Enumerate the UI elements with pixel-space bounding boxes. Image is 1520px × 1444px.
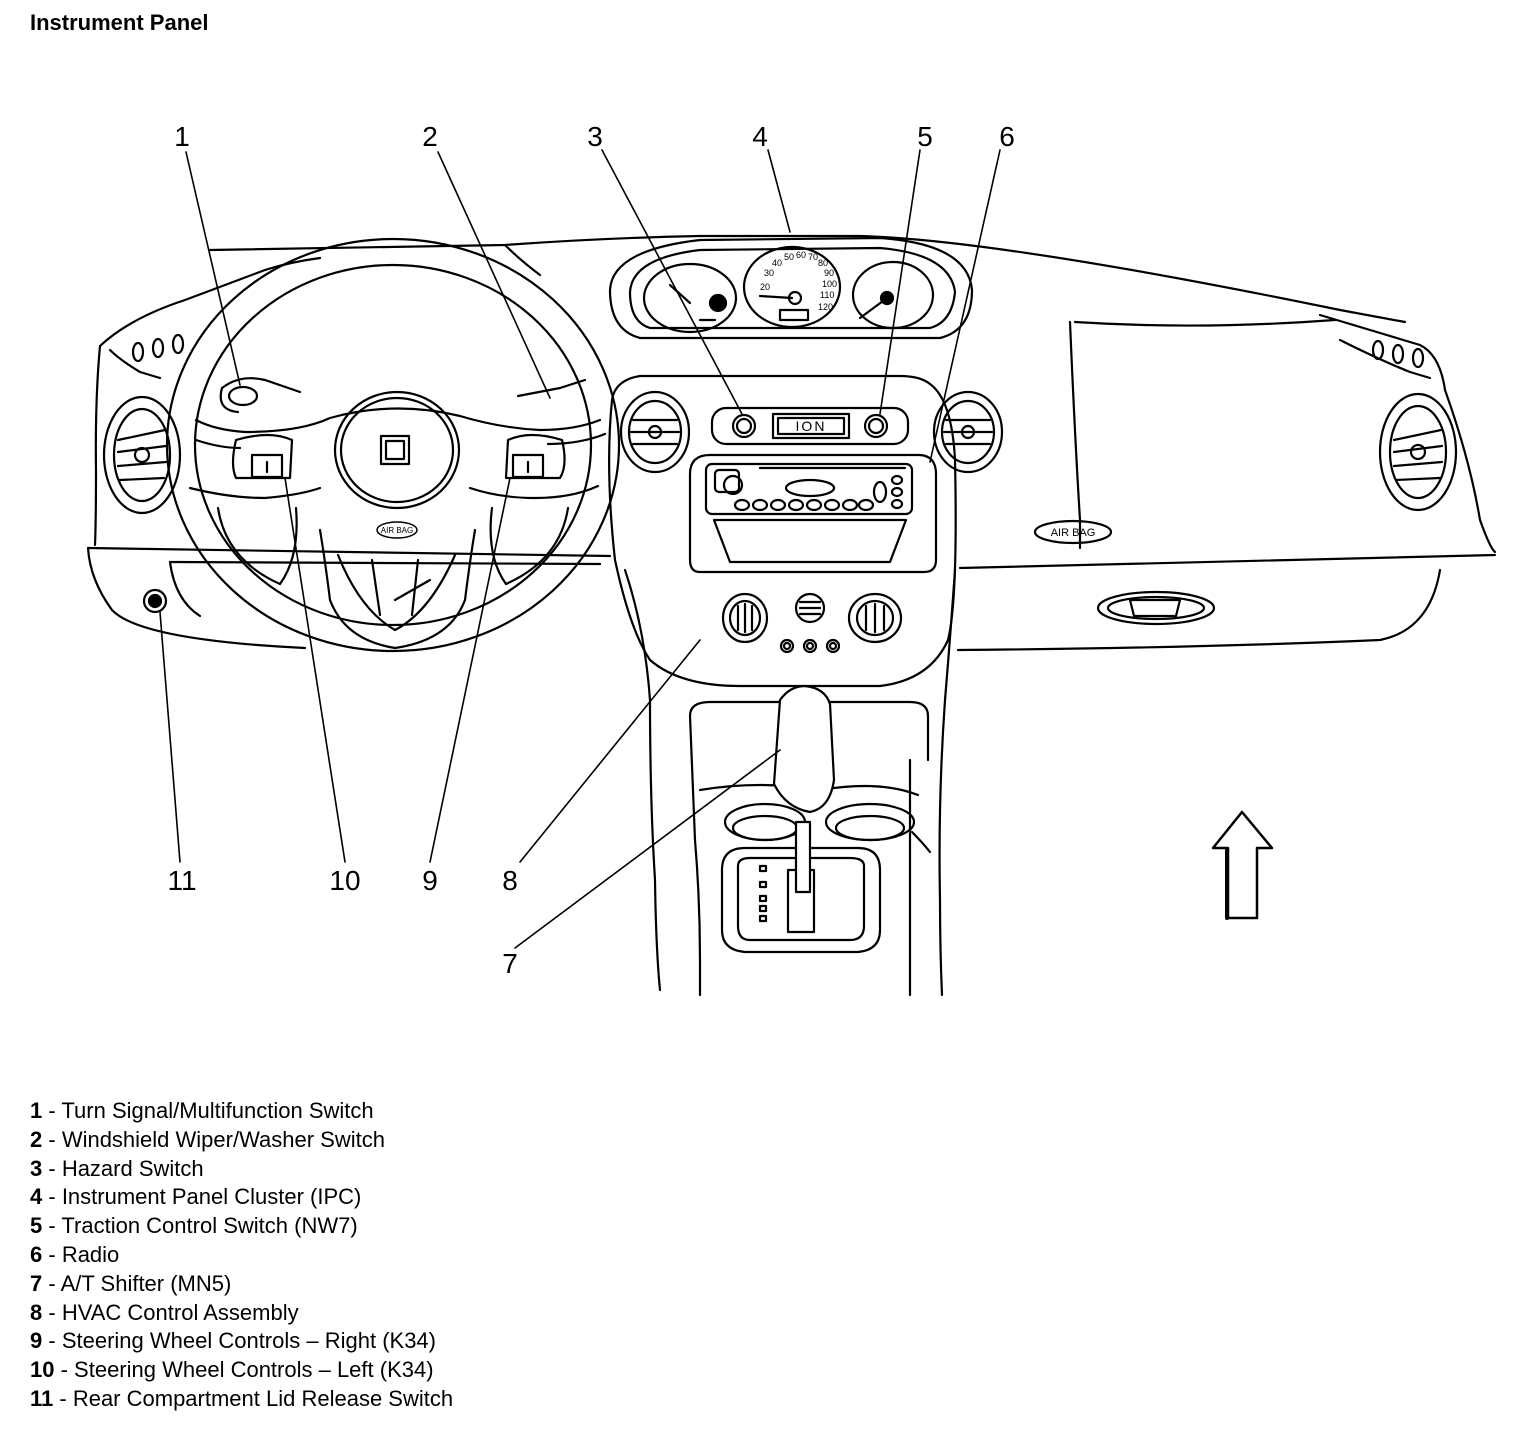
- rear-compartment-switch: [142, 588, 168, 614]
- legend-item: 5 - Traction Control Switch (NW7): [30, 1212, 453, 1241]
- legend-number: 6: [30, 1241, 43, 1267]
- legend-number: 7: [30, 1270, 43, 1296]
- legend-separator: -: [42, 1328, 62, 1354]
- legend-number: 8: [30, 1299, 43, 1325]
- legend-separator: -: [42, 1299, 62, 1325]
- legend-text: Windshield Wiper/Washer Switch: [61, 1126, 385, 1152]
- legend-number: 10: [30, 1357, 55, 1383]
- legend-item: 2 - Windshield Wiper/Washer Switch: [30, 1126, 453, 1155]
- dashboard-outline: [86, 234, 1497, 652]
- legend-number: 5: [30, 1213, 43, 1239]
- airbag-text-dash: AIR BAG: [1051, 527, 1096, 539]
- legend-text: Turn Signal/Multifunction Switch: [61, 1098, 374, 1123]
- legend-separator: -: [53, 1385, 73, 1411]
- left-side-vents: [131, 333, 185, 363]
- callout-3: 3: [587, 121, 603, 152]
- callout-5: 5: [917, 121, 933, 152]
- instrument-panel-diagram: 20 30 40 50 60 70 80 90 100 110 120: [86, 121, 1497, 997]
- speedo-120: 120: [818, 302, 833, 312]
- callout-7: 7: [502, 948, 518, 979]
- legend-item: 6 - Radio: [30, 1241, 453, 1270]
- legend-text: Radio: [61, 1241, 120, 1267]
- right-air-vent: [1378, 392, 1458, 512]
- legend-separator: -: [42, 1098, 62, 1123]
- legend-separator: -: [42, 1155, 62, 1181]
- legend-number: 9: [30, 1328, 43, 1354]
- callout-1: 1: [174, 121, 190, 152]
- page-title: Instrument Panel: [30, 10, 209, 35]
- callout-2: 2: [422, 121, 438, 152]
- speedo-50: 50: [784, 252, 794, 262]
- legend-item: 3 - Hazard Switch: [30, 1155, 453, 1184]
- steering-controls-left: [231, 433, 294, 480]
- speedo-60: 60: [796, 250, 806, 260]
- legend-separator: -: [42, 1184, 62, 1210]
- speedo-100: 100: [822, 279, 837, 289]
- legend-text: Rear Compartment Lid Release Switch: [72, 1385, 454, 1411]
- speedo-30: 30: [764, 268, 774, 278]
- ion-badge: ION: [796, 418, 827, 434]
- legend-number: 4: [30, 1184, 43, 1210]
- speedo-70: 70: [808, 252, 818, 262]
- speedo-90: 90: [824, 268, 834, 278]
- center-stack: [608, 374, 957, 688]
- left-air-vent: [102, 395, 182, 515]
- callout-11: 11: [167, 865, 196, 896]
- center-vent-right: [932, 390, 1004, 474]
- airbag-text-wheel: AIR BAG: [381, 526, 413, 535]
- legend-text: Hazard Switch: [61, 1155, 204, 1181]
- legend-item: 8 - HVAC Control Assembly: [30, 1299, 453, 1328]
- speedo-80: 80: [818, 258, 828, 268]
- glove-box-handle: [1096, 590, 1216, 626]
- steering-wheel: [165, 237, 621, 653]
- legend-text: Traction Control Switch (NW7): [61, 1213, 358, 1239]
- legend-number: 1: [30, 1098, 43, 1123]
- speedo-110: 110: [820, 290, 834, 300]
- legend-item: 11 - Rear Compartment Lid Release Switch: [30, 1385, 453, 1414]
- steering-controls-right: [504, 433, 566, 480]
- callout-10: 10: [329, 865, 360, 896]
- callout-8: 8: [502, 865, 518, 896]
- forward-arrow-icon: [1211, 810, 1274, 920]
- legend-item: 10 - Steering Wheel Controls – Left (K34…: [30, 1356, 453, 1385]
- legend-text: A/T Shifter (MN5): [60, 1270, 232, 1296]
- legend-text: HVAC Control Assembly: [61, 1299, 299, 1325]
- airbag-label-wheel: AIR BAG: [376, 521, 418, 539]
- callout-9: 9: [422, 865, 438, 896]
- legend-text: Steering Wheel Controls – Left (K34): [74, 1357, 434, 1383]
- legend-item: 9 - Steering Wheel Controls – Right (K34…: [30, 1327, 453, 1356]
- legend-text: Instrument Panel Cluster (IPC): [61, 1184, 362, 1210]
- instrument-cluster: [608, 236, 974, 340]
- legend-separator: -: [42, 1270, 61, 1296]
- callout-6: 6: [999, 121, 1015, 152]
- legend-item: 4 - Instrument Panel Cluster (IPC): [30, 1183, 453, 1212]
- legend-separator: -: [42, 1213, 62, 1239]
- legend-text: Steering Wheel Controls – Right (K34): [61, 1328, 436, 1354]
- speedo-20: 20: [760, 282, 770, 292]
- center-vent-left: [619, 390, 691, 474]
- ion-text: ION: [796, 418, 827, 434]
- speedometer-numbers: 20 30 40 50 60 70 80 90 100 110 120: [760, 250, 837, 312]
- right-side-vents: [1371, 339, 1425, 369]
- callout-numbers: 1 2 3 4 5 6 7 8 9 10 11: [167, 121, 1014, 979]
- legend-separator: -: [42, 1241, 62, 1267]
- airbag-label-dash: AIR BAG: [1033, 519, 1113, 545]
- legend-item: 7 - A/T Shifter (MN5): [30, 1270, 453, 1299]
- legend-number: 2: [30, 1126, 43, 1152]
- legend-item: 1 - Turn Signal/Multifunction Switch: [30, 1097, 453, 1126]
- legend-separator: -: [42, 1126, 62, 1152]
- legend-separator: -: [54, 1357, 75, 1383]
- legend-number: 11: [30, 1385, 54, 1411]
- speedo-40: 40: [772, 258, 782, 268]
- leader-lines: [159, 149, 1001, 949]
- legend-number: 3: [30, 1155, 43, 1181]
- callout-4: 4: [752, 121, 768, 152]
- center-console: [623, 568, 957, 997]
